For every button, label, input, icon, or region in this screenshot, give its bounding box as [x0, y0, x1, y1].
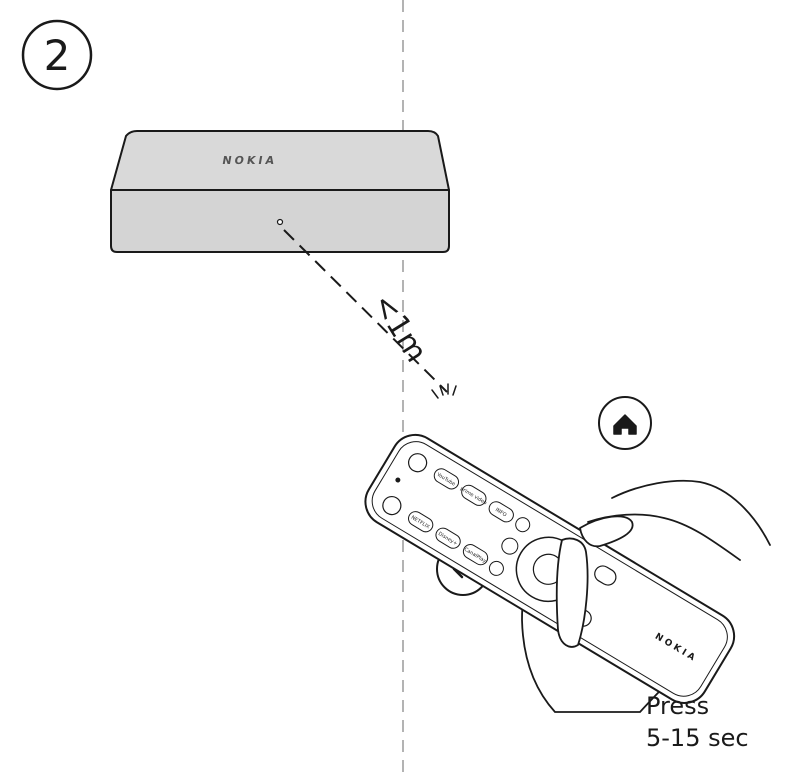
home-callout: [598, 396, 652, 450]
home-icon: [613, 414, 637, 435]
instruction-line-2: 5-15 sec: [646, 724, 749, 752]
remote-and-hands: YouTube NETFLIX prime video Disney+ Cana…: [364, 383, 771, 713]
assistant-button[interactable]: [499, 535, 521, 557]
device-brand-logo: NOKIA: [221, 154, 278, 167]
instruction-caption: Press 5-15 sec: [646, 690, 786, 754]
thumb-left: [555, 537, 589, 648]
settings-button[interactable]: [487, 559, 506, 578]
youtube-button[interactable]: [432, 466, 461, 491]
mute-button[interactable]: [380, 493, 405, 518]
power-button[interactable]: [405, 450, 430, 475]
thumb-right: [579, 515, 634, 548]
instruction-line-1: Press: [646, 692, 710, 720]
ir-led: [395, 477, 401, 483]
disney-button[interactable]: [433, 525, 462, 550]
ir-beam: [283, 229, 448, 393]
ir-signal-marks: [431, 383, 457, 399]
prime-button[interactable]: [459, 483, 488, 508]
step-badge: 2: [21, 19, 93, 91]
bookmark-button[interactable]: [513, 515, 532, 534]
set-top-box: NOKIA: [110, 130, 450, 253]
step-number: 2: [44, 31, 71, 80]
info-label: INFO: [494, 507, 507, 518]
netflix-button[interactable]: [406, 509, 435, 534]
info-button[interactable]: [487, 499, 516, 524]
ir-receiver: [276, 218, 284, 226]
distance-label: <1m: [365, 288, 434, 369]
back-button[interactable]: [592, 563, 619, 588]
app-button[interactable]: [461, 542, 490, 567]
